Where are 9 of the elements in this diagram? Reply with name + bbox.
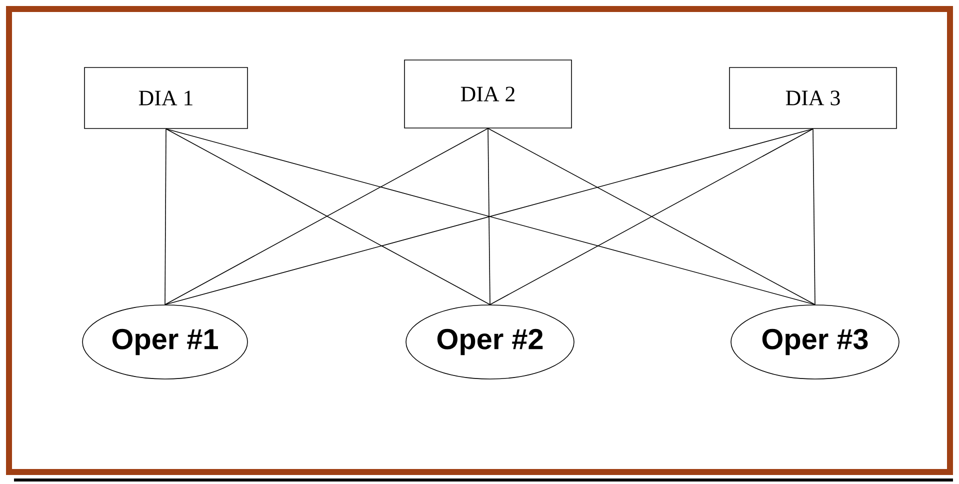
connector-line (164, 128, 166, 305)
connector-line (488, 128, 490, 305)
process-box: DIA 1 (84, 67, 248, 129)
oval-node: Oper #1 (82, 304, 248, 380)
connector-line (812, 128, 816, 305)
oval-node: Oper #3 (730, 304, 900, 380)
process-box: DIA 3 (729, 67, 897, 129)
process-box: DIA 2 (404, 60, 572, 128)
oval-node: Oper #2 (406, 304, 574, 380)
